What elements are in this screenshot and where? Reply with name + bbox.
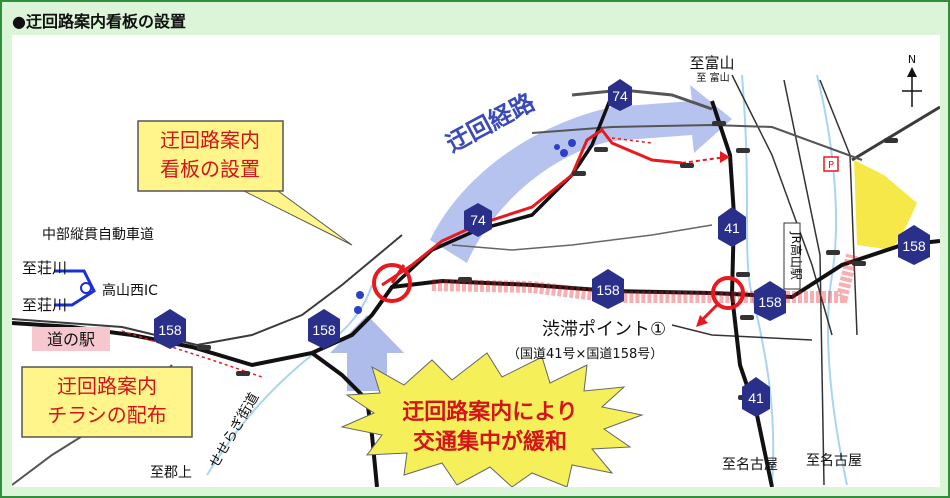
route-dot: [356, 291, 364, 299]
route-dot: [568, 139, 576, 147]
road: [451, 224, 713, 251]
route-shield-74-north: 74: [608, 79, 632, 111]
svg-text:158: 158: [902, 238, 926, 254]
signboard-callout: [137, 120, 284, 192]
congestion-pointer-head: [696, 315, 708, 327]
page-title: ●迂回路案内看板の設置: [12, 12, 186, 31]
signboard-location-circle: [372, 263, 412, 303]
station-label: JR高山駅: [789, 231, 804, 280]
route-shield-74-south: 74: [464, 203, 492, 237]
road: [12, 234, 403, 347]
congestion-pointer: [700, 303, 719, 322]
route-shield-158-east: 158: [754, 281, 786, 321]
parking-label: P: [828, 160, 834, 171]
north-label: N: [908, 53, 916, 66]
detour-route: [381, 127, 683, 287]
river: [816, 74, 848, 486]
north-arrowhead-icon: [907, 67, 917, 77]
map-area: 74 74 41 41 158 158: [12, 35, 940, 487]
congestion-sub-label: （国道41号×国道158号）: [507, 347, 663, 362]
map-svg: 74 74 41 41 158 158: [12, 35, 940, 487]
detour-arrow: [430, 85, 732, 263]
svg-text:158: 158: [312, 322, 336, 338]
detour-arrowhead: [720, 151, 730, 163]
road: [783, 79, 825, 486]
flyer-line-1: 迂回路案内: [57, 374, 157, 398]
svg-text:158: 158: [758, 294, 782, 310]
to-shokawa-label-2: 至荘川: [22, 296, 67, 314]
route-shield-158-west: 158: [154, 309, 186, 349]
detour-route-dashed: [681, 156, 727, 164]
signboard-pointer: [390, 264, 406, 284]
signboard-line-2: 看板の設置: [160, 157, 260, 181]
michinoeki-label: 道の駅: [47, 330, 95, 349]
road: [731, 74, 833, 336]
expressway-label: 中部縦貫自動車道: [42, 226, 154, 243]
burst-line-2: 交通集中が緩和: [413, 429, 567, 455]
route-74-road: [390, 94, 614, 289]
road: [671, 324, 813, 341]
burst-line-1: 迂回路案内により: [402, 399, 578, 425]
signboard-line-1: 迂回路案内: [160, 128, 260, 152]
interchange-marker: [80, 282, 92, 294]
expressway: [54, 269, 96, 307]
svg-text:74: 74: [470, 212, 486, 228]
svg-text:41: 41: [748, 390, 764, 406]
interchange-label: 高山西IC: [102, 282, 158, 299]
to-shokawa-label-1: 至荘川: [22, 259, 67, 277]
route-dot: [560, 149, 568, 157]
flyer-route-dashed: [121, 330, 263, 378]
svg-text:158: 158: [158, 322, 182, 338]
congestion-point-circle: [711, 276, 745, 310]
svg-text:41: 41: [724, 220, 740, 236]
burst-callout: [340, 352, 644, 487]
congestion-label: 渋滞ポイント①: [542, 319, 666, 340]
svg-text:158: 158: [596, 282, 620, 298]
parking-box: [823, 156, 839, 172]
route-shield-158-center: 158: [592, 269, 624, 309]
flyer-callout: [21, 366, 193, 438]
yellow-area: [854, 160, 917, 250]
to-nagoya-label-1: 至名古屋: [722, 457, 778, 473]
route-shield-158-far-east: 158: [898, 225, 930, 265]
route-dot: [354, 306, 362, 314]
road: [851, 105, 940, 162]
route-dot: [554, 144, 560, 150]
route-shield-41-south: 41: [742, 377, 770, 417]
route-shield-158-center-west: 158: [308, 309, 340, 349]
detour-route-dashed: [611, 137, 653, 144]
road: [531, 123, 863, 161]
to-toyama-label: 至富山: [689, 54, 734, 72]
flyer-line-2: チラシの配布: [47, 403, 167, 427]
station-box: [783, 222, 801, 290]
michinoeki-box: [32, 327, 110, 351]
to-nagoya-label-2: 至名古屋: [806, 453, 862, 469]
to-toyama-small-label: 至 富山: [696, 71, 729, 84]
up-arrow: [330, 315, 404, 391]
congestion-band: [431, 279, 732, 303]
road: [571, 88, 713, 111]
traffic-signals: [197, 121, 898, 400]
svg-text:74: 74: [612, 88, 628, 104]
to-gujo-label: 至郡上: [150, 465, 192, 481]
route-shield-41-north: 41: [718, 207, 746, 247]
